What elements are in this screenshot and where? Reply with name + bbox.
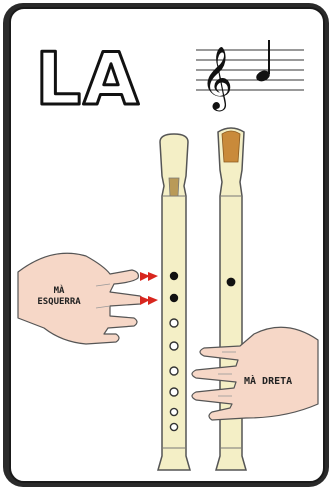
- back-thumb-hole-covered: [227, 278, 236, 287]
- left-hand-label: MÀ ESQUERRA: [26, 286, 92, 308]
- hole-7-open: [170, 423, 177, 430]
- mouthpiece-icon: [222, 131, 240, 162]
- hole-5-open: [170, 388, 178, 396]
- hole-4-open: [170, 367, 178, 375]
- left-hand-label-line2: ESQUERRA: [26, 297, 92, 308]
- treble-clef-icon: 𝄞: [201, 46, 233, 112]
- hole-2-open: [170, 319, 178, 327]
- left-hand-label-line1: MÀ: [26, 286, 92, 297]
- hole-3-open: [170, 342, 178, 350]
- thumb-hole-covered: [170, 272, 178, 280]
- window-icon: [169, 178, 179, 196]
- hole-6-open: [170, 408, 177, 415]
- note-name-title: LA: [35, 37, 141, 121]
- hole-1-covered: [170, 294, 178, 302]
- right-hand-label: MÀ DRETA: [244, 376, 292, 387]
